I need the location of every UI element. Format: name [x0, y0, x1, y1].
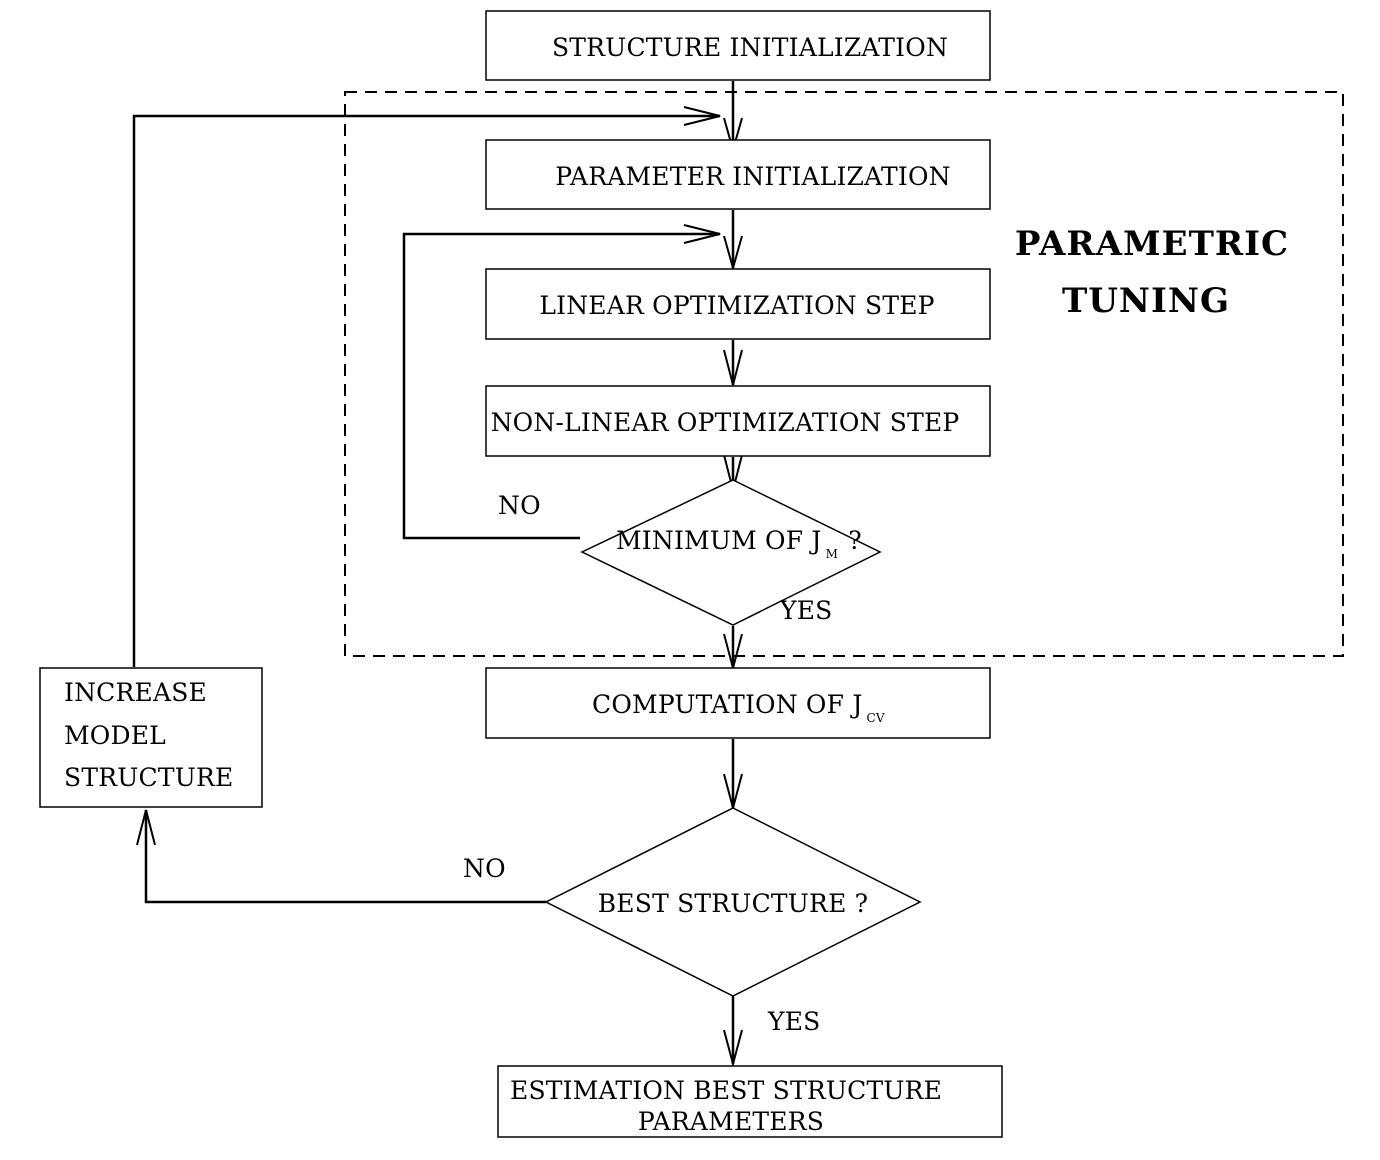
best-no-label: NO — [463, 854, 506, 883]
increase-model-line1: INCREASE — [64, 678, 207, 707]
edge-increase-to-parameter-loop — [132, 114, 720, 667]
arrowhead-icon — [683, 224, 721, 244]
estimation-parameters-box — [497, 1065, 1003, 1138]
group-label-line2: TUNING — [1062, 281, 1230, 321]
computation-jcv-box — [485, 667, 991, 739]
estimation-line1: ESTIMATION BEST STRUCTURE — [510, 1076, 942, 1105]
structure-initialization-box — [485, 10, 991, 81]
arrowhead-icon — [723, 1029, 743, 1068]
arrowhead-icon — [723, 235, 743, 272]
minimum-no-label: NO — [498, 491, 541, 520]
increase-model-line3: STRUCTURE — [64, 763, 233, 792]
arrowhead-icon — [683, 106, 721, 126]
arrowhead-icon — [723, 349, 743, 386]
nonlinear-optimization-label: NON-LINEAR OPTIMIZATION STEP — [491, 408, 960, 437]
group-label-line1: PARAMETRIC — [1015, 224, 1289, 264]
best-yes-label: YES — [767, 1007, 820, 1036]
arrowhead-icon — [136, 809, 156, 846]
parameter-initialization-box — [485, 139, 991, 210]
parametric-tuning-group — [344, 91, 1344, 657]
minimum-jm-decision — [580, 479, 882, 626]
best-structure-decision — [544, 807, 922, 997]
nonlinear-optimization-box — [485, 385, 991, 457]
parameter-initialization-label: PARAMETER INITIALIZATION — [555, 162, 951, 191]
edge-minimum-no-loop — [402, 232, 720, 540]
linear-optimization-box — [485, 268, 991, 340]
linear-optimization-label: LINEAR OPTIMIZATION STEP — [539, 291, 934, 320]
increase-model-line2: MODEL — [64, 721, 166, 750]
best-structure-label: BEST STRUCTURE ? — [598, 889, 869, 918]
structure-initialization-label: STRUCTURE INITIALIZATION — [552, 33, 948, 62]
minimum-yes-label: YES — [779, 596, 832, 625]
edge-best-no-to-increase — [144, 810, 546, 904]
estimation-line2: PARAMETERS — [638, 1107, 824, 1136]
increase-model-structure-box — [39, 667, 263, 808]
